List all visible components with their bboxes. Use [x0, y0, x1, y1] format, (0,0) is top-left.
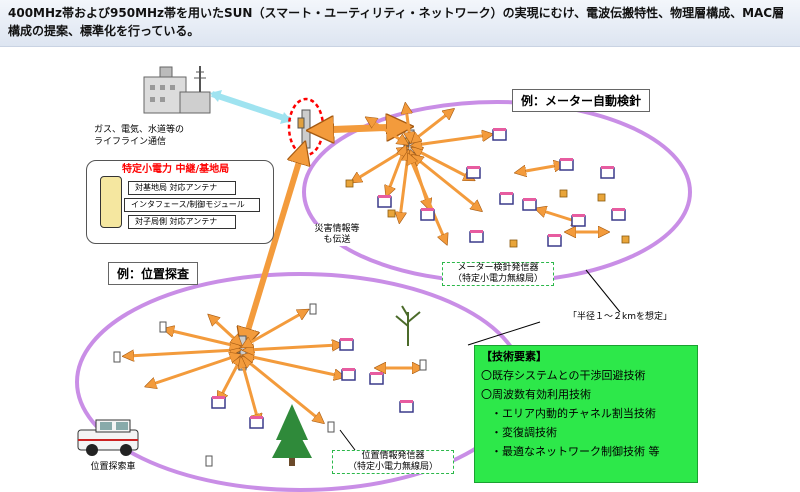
backhaul-link: [211, 91, 291, 123]
building-icon: [143, 66, 211, 114]
position-houses: [211, 339, 414, 429]
tech-item-3: ・変復調技術: [491, 426, 557, 439]
pos-tx-pointer: [339, 429, 356, 451]
header-banner: 400MHz帯および950MHz帯を用いたSUN（スマート・ユーティリティ・ネッ…: [0, 0, 800, 47]
tech-item-1: 〇周波数有効利用技術: [481, 388, 591, 401]
radius-pointer: [585, 269, 621, 313]
position-house-roofs: [212, 338, 413, 419]
position-example-label: 例：位置探査: [108, 262, 199, 285]
relay-station-icon: [297, 109, 311, 149]
tech-item-4: ・最適なネットワーク制御技術 等: [491, 445, 660, 458]
meter-spokes: [355, 108, 604, 240]
meter-house-roofs: [378, 128, 625, 237]
header-text: 400MHz帯および950MHz帯を用いたSUN（スマート・ユーティリティ・ネッ…: [8, 6, 785, 38]
tech-panel: 【技術要素】 〇既存システムとの干渉回避技術 〇周波数有効利用技術 ・エリア内動…: [474, 345, 698, 483]
backhaul-arrow-tail: [210, 90, 222, 102]
green-panel-pointer: [467, 321, 541, 346]
search-car-label: 位置探索車: [90, 462, 136, 472]
meter-tx-label: メーター検針発信器 （特定小電力無線局）: [442, 262, 554, 286]
relay-device-icon: [100, 176, 122, 228]
tech-title: 【技術要素】: [481, 350, 547, 363]
search-car-icon: [77, 419, 139, 456]
pos-tx-label: 位置情報発信器 （特定小電力無線局）: [332, 450, 454, 474]
relay-to-meter-arrow: [320, 127, 400, 130]
relay-detail-title: 特定小電力 中継/基地局: [122, 164, 230, 175]
tech-item-2: ・エリア内動的チャネル割当技術: [491, 407, 656, 420]
relay-row-child: 対子局側 対応アンテナ: [128, 215, 236, 229]
pine-tree-icon: [272, 404, 312, 466]
bare-tree-icon: [395, 305, 421, 346]
position-spokes: [128, 312, 418, 420]
relay-row-base: 対基地局 対応アンテナ: [128, 181, 236, 195]
disaster-note: 災害情報等 も伝送: [298, 224, 376, 246]
tech-item-0: 〇既存システムとの干渉回避技術: [481, 369, 646, 382]
relay-row-interface: インタフェース/制御モジュール: [124, 198, 260, 212]
lifeline-label: ガス、電気、水道等の ライフライン通信: [94, 125, 185, 147]
position-tags: [113, 303, 427, 467]
radius-note: 「半径１～２kmを想定」: [568, 312, 672, 322]
meter-example-label: 例：メーター自動検針: [512, 89, 651, 112]
meter-devices: [345, 179, 630, 248]
relay-to-position-arrow: [245, 152, 302, 340]
